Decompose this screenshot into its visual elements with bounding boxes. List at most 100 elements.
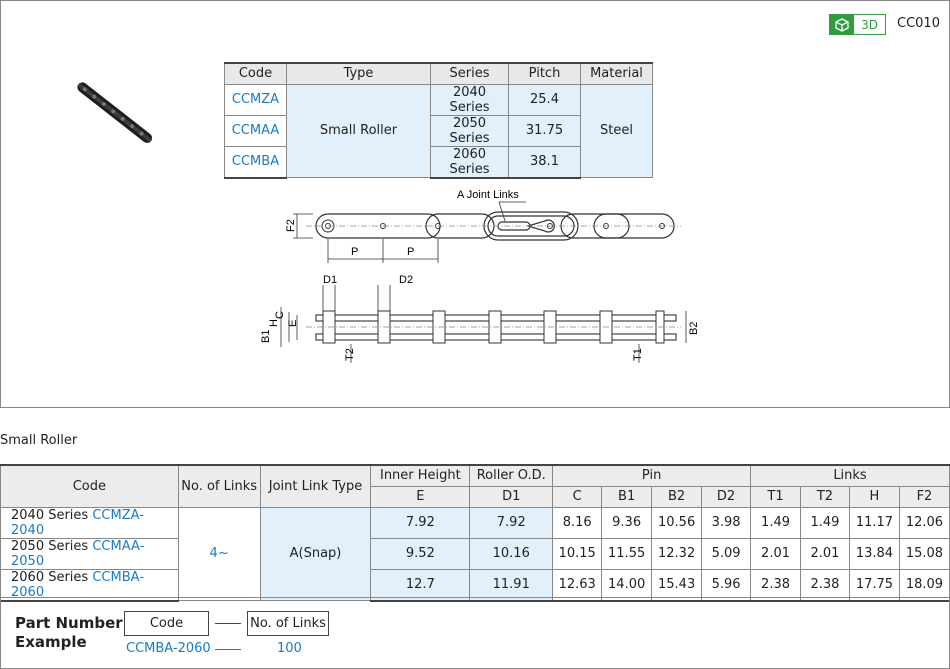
dim-d1-label: D1 — [323, 274, 337, 286]
value-cell: 12.06 — [898, 506, 950, 539]
part-code-link[interactable]: CCMZA-2040 — [11, 507, 144, 538]
code-box: Code — [124, 611, 209, 636]
joint-type-cell: A(Snap) — [259, 506, 372, 601]
series-row: CCMAA 2050 Series 31.75 — [224, 114, 653, 147]
col-t1: T1 — [750, 485, 801, 508]
series-row: CCMBA 2060 Series 38.1 — [224, 145, 653, 179]
code-cell: 2060 Series CCMBA-2060 — [0, 568, 179, 602]
value-cell: 2.01 — [750, 537, 801, 570]
col-series: Series — [430, 62, 509, 85]
dim-f2-label: F2 — [285, 219, 297, 232]
dim-b1-label: B1 — [261, 330, 272, 343]
dim-d2-label: D2 — [399, 274, 413, 286]
part-number-title: Part Number Example — [15, 614, 123, 652]
series-name: 2060 Series — [11, 569, 89, 585]
table-row: 2050 Series CCMAA-2050 9.52 10.16 10.15 … — [0, 537, 950, 570]
value-cell: 17.75 — [848, 568, 900, 602]
col-type: Type — [286, 62, 431, 85]
value-cell: 15.08 — [898, 537, 950, 570]
section-title: Small Roller — [0, 433, 78, 448]
col-code: Code — [224, 62, 287, 85]
col-d1: D1 — [469, 485, 554, 508]
col-t2: T2 — [800, 485, 850, 508]
col-e: E — [370, 485, 471, 508]
value-cell: 5.09 — [701, 537, 752, 570]
part-code-link[interactable]: CCMAA-2050 — [11, 538, 145, 569]
dim-h-label: H — [268, 319, 280, 327]
title-line: Example — [15, 633, 87, 651]
value-cell: 1.49 — [750, 506, 801, 539]
chain-product-image — [77, 82, 153, 143]
example-links: 100 — [277, 641, 302, 656]
dim-b2-label: B2 — [688, 322, 700, 335]
col-material: Material — [580, 62, 653, 85]
value-cell: 5.96 — [701, 568, 752, 602]
value-cell: 10.56 — [651, 506, 703, 539]
3d-view-button[interactable]: 3D — [829, 14, 886, 35]
value-cell: 7.92 — [370, 506, 471, 539]
separator-line — [215, 623, 241, 624]
dim-p-label: P — [351, 246, 358, 258]
value-cell: 9.52 — [370, 537, 471, 570]
code-link[interactable]: CCMBA — [224, 145, 287, 179]
dim-c-label: C — [274, 311, 286, 319]
code-cell: 2040 Series CCMZA-2040 — [0, 506, 179, 539]
value-cell: 9.36 — [601, 506, 653, 539]
part-number-example-panel: Part Number Example Code No. of Links CC… — [0, 597, 950, 669]
title-line: Part Number — [15, 614, 123, 632]
series-name: 2040 Series — [11, 507, 89, 523]
dim-t2-label: T2 — [344, 348, 356, 361]
col-code: Code — [0, 464, 179, 508]
col-inner-height: Inner Height — [370, 464, 471, 487]
col-b2: B2 — [651, 485, 703, 508]
col-d2: D2 — [701, 485, 752, 508]
links-box: No. of Links — [247, 611, 329, 636]
value-cell: 13.84 — [848, 537, 900, 570]
dim-p-label: P — [407, 246, 414, 258]
no-of-links-cell: 4~ — [177, 506, 261, 601]
series-cell: 2050 Series — [430, 114, 509, 147]
value-cell: 8.16 — [552, 506, 603, 539]
code-link[interactable]: CCMZA — [224, 83, 287, 116]
joint-links-label: A Joint Links — [457, 189, 519, 201]
col-b1: B1 — [601, 485, 653, 508]
value-cell: 15.43 — [651, 568, 703, 602]
value-cell: 12.32 — [651, 537, 703, 570]
table-row: 2060 Series CCMBA-2060 12.7 11.91 12.63 … — [0, 568, 950, 602]
dim-e-label: E — [287, 320, 299, 327]
value-cell: 3.98 — [701, 506, 752, 539]
page-code: CC010 — [897, 16, 940, 31]
part-code-link[interactable]: CCMBA-2060 — [11, 569, 144, 600]
value-cell: 11.17 — [848, 506, 900, 539]
cube-icon — [830, 15, 854, 34]
value-cell: 11.55 — [601, 537, 653, 570]
series-row: CCMZA Small Roller 2040 Series 25.4 Stee… — [224, 83, 653, 178]
example-separator — [215, 649, 241, 650]
value-cell: 11.91 — [469, 568, 554, 602]
col-links: Links — [750, 464, 950, 487]
table-row: 2040 Series CCMZA-2040 4~ A(Snap) 7.92 7… — [0, 506, 950, 601]
type-cell: Small Roller — [286, 83, 431, 178]
value-cell: 14.00 — [601, 568, 653, 602]
col-no-of-links: No. of Links — [177, 464, 261, 508]
pitch-cell: 38.1 — [508, 145, 581, 179]
series-cell: 2040 Series — [430, 83, 509, 116]
value-cell: 10.16 — [469, 537, 554, 570]
col-pin: Pin — [552, 464, 752, 487]
col-h: H — [848, 485, 900, 508]
code-link[interactable]: CCMAA — [224, 114, 287, 147]
col-f2: F2 — [898, 485, 950, 508]
product-overview-panel: 3D CC010 Code Type Series Pitch Material — [0, 0, 950, 408]
dim-t1-label: T1 — [632, 348, 644, 361]
series-table: Code Type Series Pitch Material CCMZA Sm… — [224, 62, 653, 179]
value-cell: 2.38 — [800, 568, 850, 602]
value-cell: 10.15 — [552, 537, 603, 570]
spec-table: Code No. of Links Joint Link Type Inner … — [0, 464, 950, 602]
chain-technical-drawing: F2 P P A Joint Links D1 D2 C H — [261, 189, 700, 363]
series-name: 2050 Series — [11, 538, 89, 554]
3d-label: 3D — [861, 17, 878, 32]
col-pitch: Pitch — [508, 62, 581, 85]
value-cell: 2.38 — [750, 568, 801, 602]
value-cell: 12.7 — [370, 568, 471, 602]
col-c: C — [552, 485, 603, 508]
